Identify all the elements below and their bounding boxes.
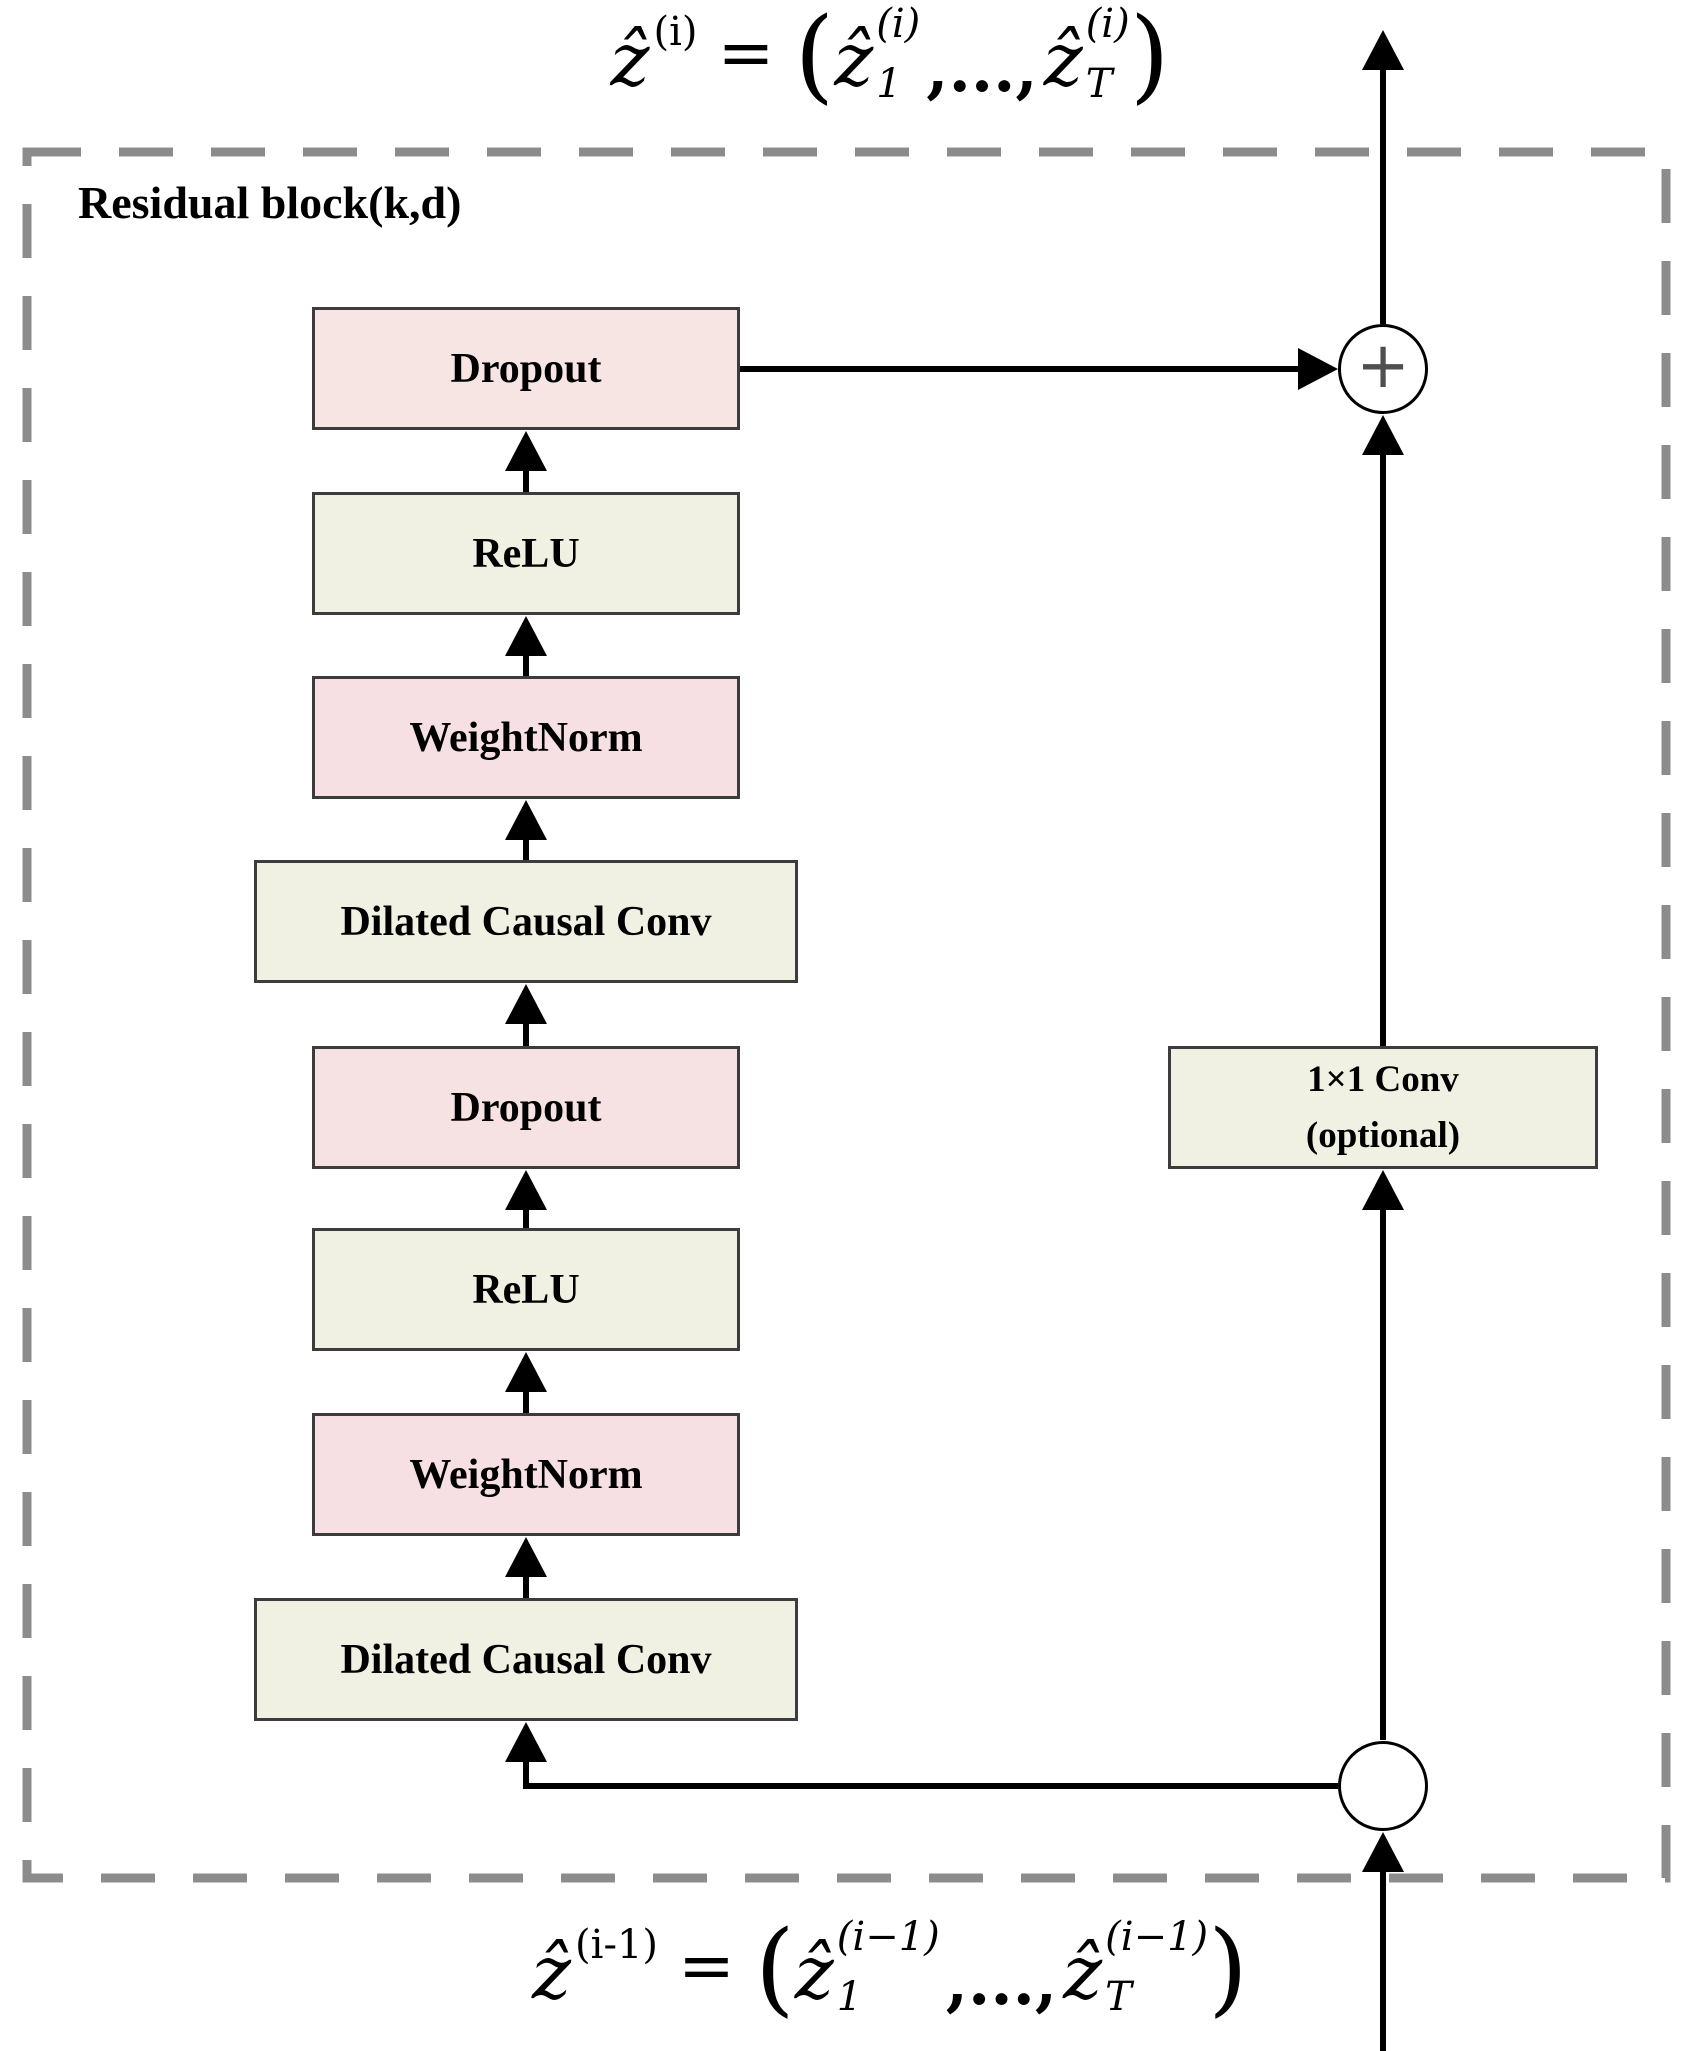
conv-label-line1: 1×1 Conv (1307, 1059, 1459, 1100)
block-stack-arrowheads (505, 431, 547, 1577)
formula-rparen: ) (1129, 0, 1170, 115)
block-1x1-conv-optional: 1×1 Conv (optional) (1168, 1046, 1598, 1169)
formula-var: ẑ (610, 17, 650, 103)
formula-sup: (i−1) (1105, 1914, 1209, 1960)
arrowhead-up-icon (505, 1537, 547, 1577)
formula-var: ẑ (1063, 1930, 1103, 2016)
formula-sup: (i) (653, 9, 698, 55)
block-relu-1: ReLU (312, 492, 740, 615)
arrowhead-up-icon (505, 1170, 547, 1210)
residual-block-label: Residual block(k,d) (78, 177, 462, 228)
block-dilated-causal-conv-2: Dilated Causal Conv (254, 1598, 798, 1721)
block-dropout-2: Dropout (312, 1046, 740, 1169)
formula-ellipsis: ,..., (926, 32, 1038, 107)
block-dilated-causal-conv-1: Dilated Causal Conv (254, 860, 798, 983)
block-dropout-1: Dropout (312, 307, 740, 430)
split-junction-circle (1338, 1741, 1428, 1831)
formula-supsub: (i) T (1086, 4, 1130, 104)
arrowhead-up-icon (1362, 30, 1404, 70)
formula-supsub: (i−1) T (1105, 1917, 1208, 2017)
formula-sub: 1 (836, 1974, 863, 2020)
formula-sub: T (1105, 1974, 1132, 2020)
formula-equals: = (678, 1927, 735, 2006)
formula-var: ẑ (1043, 17, 1083, 103)
formula-sup: (i−1) (836, 1914, 940, 1960)
formula-supsub: (i−1) 1 (837, 1917, 940, 2017)
arrowhead-up-icon (505, 616, 547, 656)
formula-var: ẑ (794, 1930, 834, 2016)
formula-sub: T (1085, 61, 1113, 107)
formula-var: ẑ (834, 17, 874, 103)
formula-supsub: (i) 1 (876, 4, 920, 104)
block-weightnorm-1: WeightNorm (312, 676, 740, 799)
formula-rparen: ) (1208, 1909, 1248, 2028)
formula-lparen: ( (755, 1909, 795, 2028)
arrowhead-up-icon (505, 1722, 547, 1762)
formula-ellipsis: ,..., (945, 1945, 1058, 2020)
input-formula: ẑ (i-1) = ( ẑ (i−1) 1 ,..., ẑ (i−1) T ) (470, 1903, 1310, 2043)
formula-sup: (i) (1085, 1, 1130, 47)
block-relu-2: ReLU (312, 1228, 740, 1351)
formula-sup: (i-1) (575, 1922, 659, 1968)
conv-label-line2: (optional) (1305, 1114, 1461, 1156)
residual-block-dashed-border (22, 147, 1671, 1883)
arrowhead-up-icon (505, 800, 547, 840)
arrowhead-up-icon (505, 431, 547, 471)
arrowhead-up-icon (1362, 415, 1404, 455)
arrowhead-up-icon (1362, 1832, 1404, 1872)
sum-junction-circle: + (1338, 324, 1428, 414)
arrowhead-right-icon (1298, 348, 1338, 390)
output-formula: ẑ (i) = ( ẑ (i) 1 ,..., ẑ (i) T ) (470, 0, 1310, 120)
plus-icon: + (1356, 329, 1410, 403)
arrowhead-up-icon (505, 984, 547, 1024)
formula-equals: = (717, 14, 775, 93)
arrowhead-up-icon (505, 1352, 547, 1392)
formula-lparen: ( (794, 0, 835, 115)
formula-sub: 1 (876, 61, 902, 107)
input-branch-line (523, 1762, 1338, 1789)
formula-sup: (i) (876, 1, 921, 47)
formula-var: ẑ (532, 1930, 572, 2016)
block-weightnorm-2: WeightNorm (312, 1413, 740, 1536)
arrowhead-up-icon (1362, 1170, 1404, 1210)
